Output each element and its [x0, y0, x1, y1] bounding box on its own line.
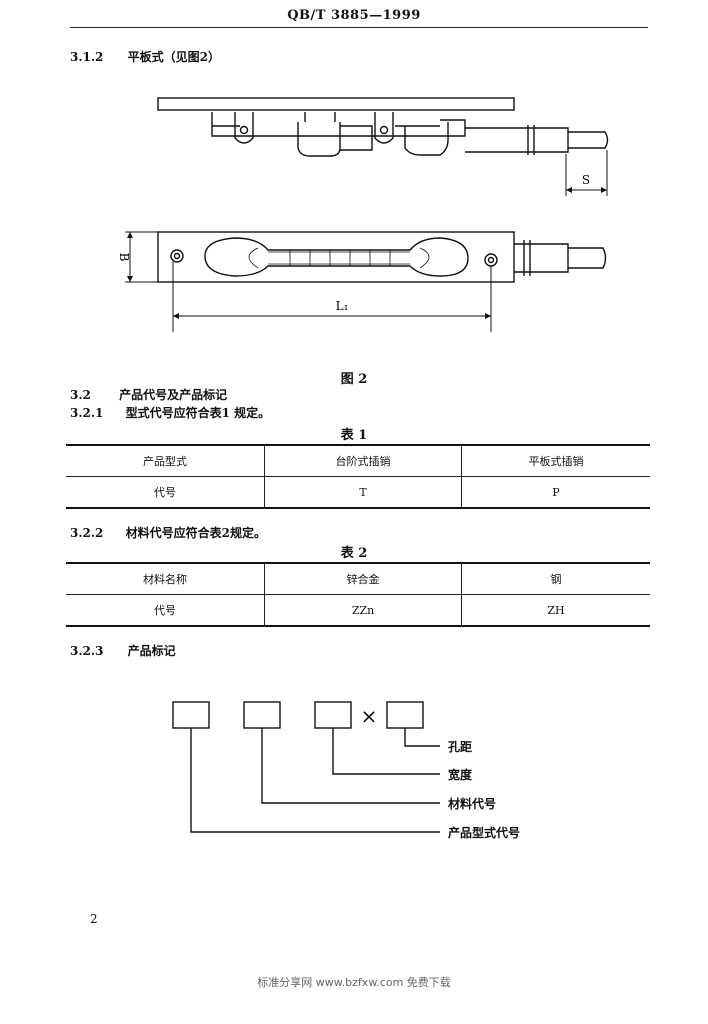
figure-caption: 图 2: [340, 372, 368, 387]
table-header-cell: 锌合金: [264, 562, 462, 595]
table-cell: P: [461, 476, 650, 509]
section-3-2-1: 3.2.1 型式代号应符合表1 规定。: [70, 404, 270, 421]
table-cell: T: [264, 476, 462, 509]
table-header-cell: 平板式插销: [461, 444, 650, 477]
table-2: 材料名称 锌合金 钢 代号 ZZn ZH: [66, 562, 650, 627]
table-row: 代号 ZZn ZH: [66, 594, 650, 627]
dim-b-label: B: [117, 253, 131, 262]
marking-label-type-code: 产品型式代号: [448, 826, 521, 840]
table-row: 代号 T P: [66, 476, 650, 509]
section-title: 平板式（见图2）: [127, 50, 220, 64]
section-number: 3.1.2: [70, 50, 104, 64]
table-header-cell: 钢: [461, 562, 650, 595]
code-box-4: [386, 701, 424, 729]
section-3-2-3: 3.2.3 产品标记: [70, 642, 176, 659]
table-cell: ZH: [461, 594, 650, 627]
marking-label-width: 宽度: [448, 768, 473, 782]
marking-label-hole-distance: 孔距: [448, 740, 473, 754]
footer-watermark: 标准分享网 www.bzfxw.com 免费下载: [257, 976, 451, 989]
section-3-2-2: 3.2.2 材料代号应符合表2规定。: [70, 524, 266, 541]
table-header-cell: 材料名称: [66, 562, 265, 595]
figure-2-drawing: S B L₁: [117, 97, 609, 332]
side-view-plate: [157, 97, 515, 111]
dim-s-label: S: [582, 173, 590, 187]
table-2-caption: 表 2: [340, 546, 368, 561]
table-cell: ZZn: [264, 594, 462, 627]
document-code: QB/T 3885—1999: [287, 8, 421, 23]
code-box-2: [243, 701, 281, 729]
marking-label-material-code: 材料代号: [448, 797, 497, 811]
section-3-2: 3.2 产品代号及产品标记: [70, 386, 227, 403]
table-header-cell: 产品型式: [66, 444, 265, 477]
section-number: 3.2: [70, 388, 91, 402]
table-cell: 代号: [66, 476, 265, 509]
page-number: 2: [90, 912, 98, 926]
section-number: 3.2.3: [70, 644, 104, 658]
table-cell: 代号: [66, 594, 265, 627]
table-1-caption: 表 1: [340, 428, 368, 443]
table-header-cell: 台阶式插销: [264, 444, 462, 477]
front-view-plate: [157, 231, 515, 283]
section-number: 3.2.1: [70, 406, 104, 420]
code-box-3: [314, 701, 352, 729]
section-number: 3.2.2: [70, 526, 104, 540]
header-rule: [70, 27, 648, 28]
product-marking-diagram: ×: [172, 701, 440, 833]
times-symbol: ×: [361, 704, 378, 728]
section-3-1-2: 3.1.2 平板式（见图2）: [70, 48, 220, 65]
section-title: 型式代号应符合表1 规定。: [125, 406, 271, 420]
code-box-1: [172, 701, 210, 729]
section-title: 材料代号应符合表2规定。: [125, 526, 266, 540]
table-header-row: 产品型式 台阶式插销 平板式插销: [66, 444, 650, 477]
dim-l1-label: L₁: [336, 299, 349, 313]
table-header-row: 材料名称 锌合金 钢: [66, 562, 650, 595]
section-title: 产品标记: [127, 644, 176, 658]
table-1: 产品型式 台阶式插销 平板式插销 代号 T P: [66, 444, 650, 509]
section-title: 产品代号及产品标记: [119, 388, 228, 402]
